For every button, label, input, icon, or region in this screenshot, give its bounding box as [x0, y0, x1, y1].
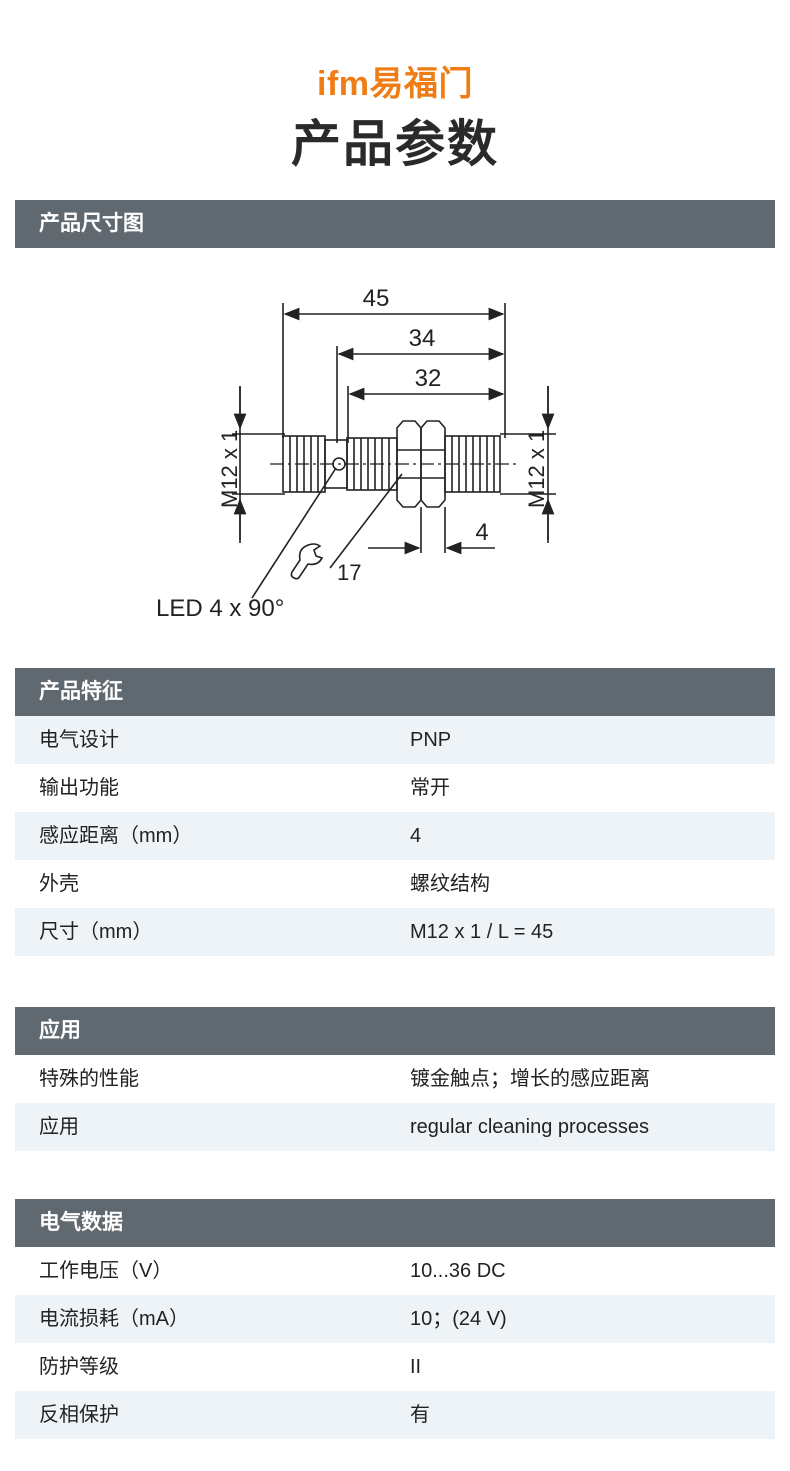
dim-total-label: 45: [363, 285, 390, 312]
led-label: LED 4 x 90°: [156, 595, 284, 622]
row-label: 输出功能: [39, 777, 119, 799]
dimension-drawing: 45 34 32 4 17 LED 4 x 90° M12 x 1 M12 x …: [140, 278, 580, 638]
row-label: 外壳: [39, 873, 79, 895]
row-value: 常开: [410, 777, 450, 799]
row-label: 反相保护: [39, 1404, 119, 1426]
section-header-features: 产品特征: [15, 668, 775, 716]
table-row: 输出功能 常开: [15, 764, 775, 812]
brand-logo-text: ifm易福门: [317, 65, 473, 103]
row-label: 特殊的性能: [39, 1068, 139, 1090]
row-value: M12 x 1 / L = 45: [410, 921, 554, 943]
row-value: 镀金触点；增长的感应距离: [410, 1068, 650, 1090]
row-value: regular cleaning processes: [410, 1116, 650, 1138]
row-label: 电流损耗（mA）: [39, 1308, 189, 1330]
table-row: 电气设计 PNP: [15, 716, 775, 764]
page-title: 产品参数: [291, 116, 499, 172]
thread-left-label: M12 x 1: [217, 430, 242, 508]
dim-body-label: 32: [415, 365, 442, 392]
row-label: 电气设计: [39, 729, 119, 751]
row-value: 10...36 DC: [410, 1260, 506, 1282]
section-header-dimensions: 产品尺寸图: [15, 200, 775, 248]
table-row: 感应距离（mm） 4: [15, 812, 775, 860]
table-row: 尺寸（mm） M12 x 1 / L = 45: [15, 908, 775, 956]
section-header-electrical: 电气数据: [15, 1199, 775, 1247]
row-value: PNP: [410, 729, 452, 751]
wrench-size-label: 17: [337, 560, 361, 585]
row-label: 工作电压（V）: [39, 1260, 173, 1282]
table-row: 防护等级 II: [15, 1343, 775, 1391]
table-row: 应用 regular cleaning processes: [15, 1103, 775, 1151]
row-value: 有: [410, 1404, 430, 1426]
table-row: 工作电压（V） 10...36 DC: [15, 1247, 775, 1295]
row-value: 螺纹结构: [410, 873, 490, 895]
row-label: 防护等级: [39, 1356, 119, 1378]
thread-right-label: M12 x 1: [524, 430, 549, 508]
table-row: 特殊的性能 镀金触点；增长的感应距离: [15, 1055, 775, 1103]
section-header-application: 应用: [15, 1007, 775, 1055]
row-value: 10；(24 V): [410, 1308, 507, 1330]
row-value: 4: [410, 825, 422, 847]
dim-thread-label: 34: [409, 325, 436, 352]
table-row: 电流损耗（mA） 10；(24 V): [15, 1295, 775, 1343]
row-value: II: [410, 1356, 422, 1378]
dim-end-label: 4: [475, 519, 488, 546]
row-label: 应用: [39, 1116, 79, 1138]
table-row: 外壳 螺纹结构: [15, 860, 775, 908]
table-row: 反相保护 有: [15, 1391, 775, 1439]
row-label: 感应距离（mm）: [39, 825, 193, 847]
dimension-drawing-svg: 45 34 32 4 17 LED 4 x 90° M12 x 1 M12 x …: [156, 285, 556, 622]
row-label: 尺寸（mm）: [39, 921, 153, 943]
